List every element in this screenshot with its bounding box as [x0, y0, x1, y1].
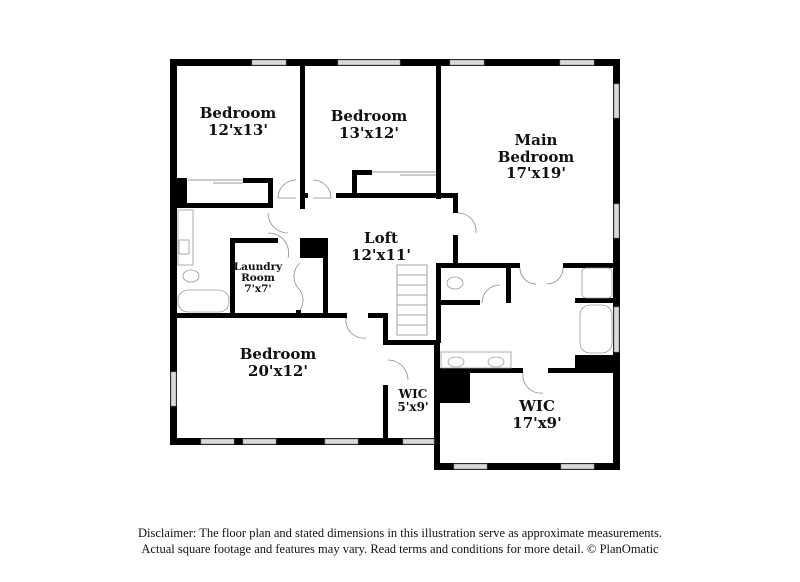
- bed2-bottom-wall: [336, 193, 458, 198]
- wall-bed2-main: [436, 59, 441, 199]
- disclaimer-line-2: Actual square footage and features may v…: [141, 542, 659, 556]
- vanity-left: [177, 209, 194, 266]
- room-main-bedroom: Main Bedroom 17'x19': [498, 132, 575, 182]
- laundry-bottom-stub: [296, 310, 301, 318]
- duct-block: [300, 238, 328, 258]
- toilet-main: [446, 276, 464, 290]
- room-name-line2: Bedroom: [497, 147, 575, 166]
- window: [449, 59, 485, 66]
- room-name-line2: Room: [241, 272, 275, 285]
- walls: [170, 59, 620, 470]
- room-dimensions: 17'x9': [512, 413, 562, 432]
- outer-wall-left: [170, 59, 177, 445]
- room-loft: Loft 12'x11': [351, 230, 411, 263]
- window: [337, 59, 401, 66]
- room-wic-large: WIC 17'x9': [512, 398, 561, 431]
- toilet-room-bottom: [440, 300, 480, 305]
- bed3-right-lower: [383, 385, 388, 440]
- room-bedroom-1: Bedroom 12'x13': [200, 105, 277, 138]
- stairs: [396, 264, 428, 336]
- window: [613, 306, 620, 353]
- closet1-pillar: [177, 178, 187, 203]
- outer-wall-bottom-right: [434, 463, 620, 470]
- double-vanity: [440, 351, 512, 369]
- window: [560, 463, 595, 470]
- door-swings: [267, 179, 564, 394]
- room-name: Loft: [364, 229, 398, 247]
- window: [170, 371, 177, 407]
- bath-bedroom3-wall: [177, 313, 347, 318]
- loft-right-stub: [453, 193, 458, 213]
- closet1-bottom: [177, 203, 273, 208]
- bed2-door-stub: [300, 193, 308, 198]
- main-left-lower: [453, 235, 458, 265]
- sink-left: [178, 239, 190, 255]
- bath-wic-divider-right: [548, 368, 620, 373]
- room-name: Bedroom: [330, 107, 408, 125]
- window: [324, 438, 359, 445]
- room-name: Bedroom: [199, 104, 277, 122]
- tub-main: [579, 304, 613, 354]
- closet2-top-left: [352, 170, 372, 175]
- room-dimensions: 7'x7': [244, 283, 272, 296]
- wic-column: [440, 368, 470, 403]
- room-name-line1: Main: [514, 131, 558, 149]
- room-name-line1: Laundry: [233, 261, 283, 273]
- outer-wall-bottom-left: [170, 438, 440, 445]
- disclaimer: Disclaimer: The floor plan and stated di…: [0, 525, 800, 557]
- main-bottom-left: [438, 263, 520, 268]
- window: [453, 463, 488, 470]
- tub-bottom-block: [575, 355, 620, 372]
- window: [242, 438, 277, 445]
- bed3-right-upper: [383, 313, 388, 343]
- window: [402, 438, 435, 445]
- window: [559, 59, 595, 66]
- bath-wic-divider-left: [440, 368, 523, 373]
- disclaimer-line-1: Disclaimer: The floor plan and stated di…: [138, 526, 662, 540]
- room-name: Bedroom: [239, 345, 317, 363]
- room-bedroom-2: Bedroom 13'x12': [331, 108, 408, 141]
- closet-doors: [188, 171, 436, 184]
- bed3-top-right: [368, 313, 388, 318]
- room-laundry: Laundry Room 7'x7': [233, 261, 283, 296]
- shower-tub-divider: [575, 298, 620, 303]
- tub-left: [177, 289, 230, 313]
- room-dimensions: 20'x12': [248, 361, 308, 380]
- wic-small-top: [383, 340, 438, 345]
- closet1-top-right: [243, 178, 273, 183]
- closet1-right: [268, 178, 273, 208]
- window: [613, 203, 620, 239]
- window: [251, 59, 287, 66]
- room-dimensions: 5'x9': [397, 399, 429, 414]
- room-dimensions: 12'x13': [208, 120, 268, 139]
- wall-bed1-bed2: [300, 59, 305, 209]
- fixtures: [177, 209, 613, 369]
- window: [200, 438, 235, 445]
- windows: [170, 59, 620, 470]
- laundry-left: [230, 238, 235, 315]
- sink-2: [487, 356, 505, 368]
- wic-wall-left-upper: [434, 340, 440, 470]
- room-wic-small: WIC 5'x9': [397, 388, 428, 413]
- room-dimensions: 12'x11': [351, 245, 411, 264]
- stair-right-wall: [436, 263, 441, 343]
- closet2-left: [352, 170, 357, 195]
- window: [613, 83, 620, 119]
- toilet-left: [182, 269, 200, 283]
- room-dimensions: 13'x12': [339, 123, 399, 142]
- main-bottom-right: [563, 263, 620, 268]
- room-name: WIC: [519, 397, 555, 415]
- shower-main: [581, 267, 613, 299]
- sink-1: [447, 356, 465, 368]
- laundry-top: [230, 238, 278, 243]
- room-name: WIC: [398, 387, 428, 401]
- toilet-room-right: [506, 263, 511, 303]
- room-bedroom-3: Bedroom 20'x12': [240, 346, 317, 379]
- laundry-right: [323, 238, 328, 318]
- room-dimensions: 17'x19': [506, 164, 566, 182]
